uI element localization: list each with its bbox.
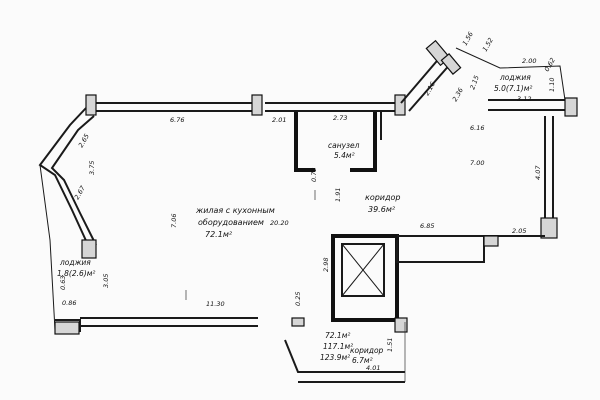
dim-loggia-right: 0.62 <box>543 56 557 73</box>
dim-top-mid-1: 2.01 <box>272 116 286 124</box>
dim-core-2: 2.05 <box>512 227 526 235</box>
dim-left-2: 3.75 <box>88 161 96 175</box>
dim-corr-1: 1.91 <box>334 188 342 202</box>
small-corridor-walls <box>284 322 406 383</box>
outer-walls <box>38 39 578 335</box>
living-room-name-1: жилая с кухонным <box>195 206 275 215</box>
loggia-right-name: лоджия <box>499 73 531 82</box>
dim-living-w: 20.20 <box>270 219 289 227</box>
dim-left-5: 0.63 <box>59 276 67 290</box>
dim-top-left: 6.76 <box>170 116 184 124</box>
dim-left-1: 2.65 <box>77 132 91 149</box>
dim-diag-2: 2.36 <box>451 86 465 103</box>
corridor-main-name: коридор <box>365 193 401 202</box>
dim-core-3: 2.98 <box>322 258 330 272</box>
dim-bottom-1: 11.30 <box>206 300 225 308</box>
dim-left-3: 2.67 <box>73 184 88 201</box>
dim-right-3: 4.07 <box>534 165 542 180</box>
corridor-main-area: 39.6м² <box>368 205 396 214</box>
total-living-area: 72.1м² <box>325 331 350 340</box>
dim-left-4: 3.05 <box>102 274 110 288</box>
dim-diag-5: 2.15 <box>468 74 480 90</box>
bathroom-walls <box>294 112 382 172</box>
dim-living-h: 7.06 <box>170 214 178 228</box>
dim-corr-small-1: 1.51 <box>386 338 394 352</box>
dim-bottom-2: 0.25 <box>294 292 302 306</box>
dim-core-1: 6.85 <box>420 222 434 230</box>
dim-loggia-top: 2.00 <box>522 57 536 65</box>
loggia-right-area: 5.0(7.1)м² <box>494 84 532 93</box>
living-room-name-2: оборудованием <box>198 218 264 227</box>
total-area: 117.1м² <box>323 342 353 351</box>
dim-bath-w: 0.72 <box>310 168 318 182</box>
loggia-left-area: 1.8(2.6)м² <box>57 269 95 278</box>
dim-right-1: 6.16 <box>470 124 484 132</box>
loggia-left-name: лоджия <box>59 258 91 267</box>
dim-top-mid-2: 2.73 <box>333 114 347 122</box>
dim-bottom-3: 4.01 <box>366 364 380 372</box>
corridor-small-area: 6.7м² <box>352 356 373 365</box>
dimension-lines <box>185 190 316 300</box>
living-room-area: 72.1м² <box>205 230 233 239</box>
gross-area: 123.9м² <box>320 353 350 362</box>
bathroom-area: 5.4м² <box>334 151 355 160</box>
dim-bottom-left: 0.86 <box>62 299 76 307</box>
dim-diag-4: 1.52 <box>481 36 495 53</box>
dim-loggia-w: 3.12 <box>517 95 531 103</box>
dim-diag-3: 1.56 <box>461 30 475 47</box>
bathroom-name: санузел <box>328 141 360 150</box>
corridor-small-name: коридор <box>350 346 384 355</box>
dim-loggia-h: 1.10 <box>548 78 556 92</box>
dim-right-2: 7.00 <box>470 159 484 167</box>
elevator-core <box>331 234 545 333</box>
